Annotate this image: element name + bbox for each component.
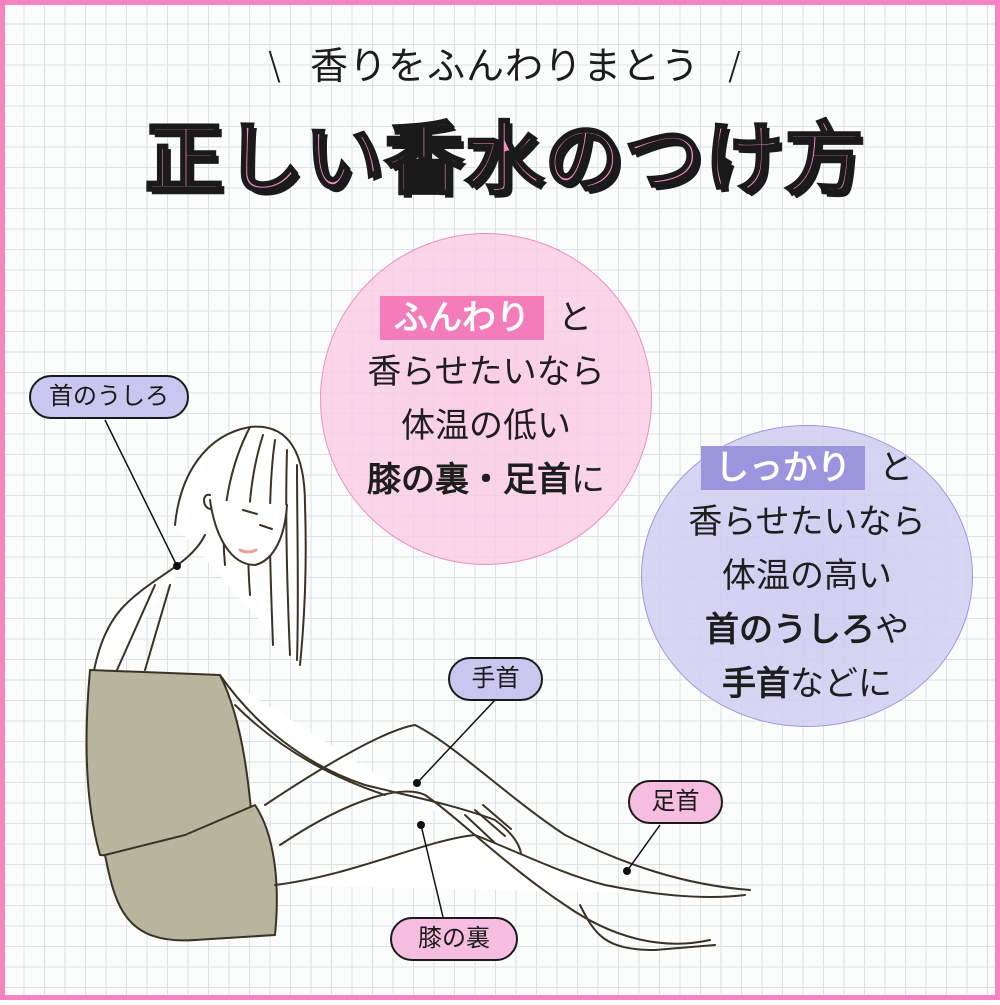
strong-highlight-badge: しっかり <box>701 446 865 490</box>
strong-scent-line-1: しっかりと <box>701 441 913 495</box>
strong-scent-suffix-1: や <box>875 610 909 650</box>
strong-scent-line-2: 香らせたいなら <box>688 502 926 542</box>
label-wrist: 手首 <box>448 657 543 701</box>
soft-scent-suffix: に <box>571 460 605 500</box>
label-neck: 首のうしろ <box>29 375 189 419</box>
woman-illustration-icon <box>85 419 751 951</box>
subtitle-left-mark: \ <box>268 44 282 88</box>
soft-highlight-badge: ふんわり <box>380 296 544 340</box>
strong-scent-location-2: 手首 <box>722 664 790 704</box>
label-knee-back: 膝の裏 <box>390 917 518 961</box>
soft-scent-circle: ふんわりと 香らせたいなら 体温の低い 膝の裏・足首に <box>320 233 652 565</box>
strong-scent-suffix-2: などに <box>790 664 892 704</box>
soft-highlight-suffix: と <box>558 298 592 338</box>
soft-scent-line-3: 体温の低い <box>401 406 571 446</box>
subtitle-text: 香りをふんわりまとう <box>309 44 700 88</box>
strong-scent-circle: しっかりと 香らせたいなら 体温の高い 首のうしろや 手首などに <box>641 425 973 727</box>
strong-scent-line-4: 首のうしろや <box>705 603 909 657</box>
label-ankle: 足首 <box>628 780 723 824</box>
page-title: 正しい香水のつけ方 <box>143 114 865 207</box>
subtitle: \ 香りをふんわりまとう / <box>5 35 1000 90</box>
soft-scent-line-2: 香らせたいなら <box>367 352 605 392</box>
strong-scent-line-5: 手首などに <box>722 657 892 711</box>
soft-scent-line-1: ふんわりと <box>380 291 592 345</box>
strong-scent-line-3: 体温の高い <box>722 556 892 596</box>
soft-scent-line-4: 膝の裏・足首に <box>367 453 605 507</box>
subtitle-right-mark: / <box>728 44 742 88</box>
strong-highlight-suffix: と <box>879 448 913 488</box>
strong-scent-location-1: 首のうしろ <box>705 610 875 650</box>
soft-scent-locations: 膝の裏・足首 <box>367 460 571 500</box>
